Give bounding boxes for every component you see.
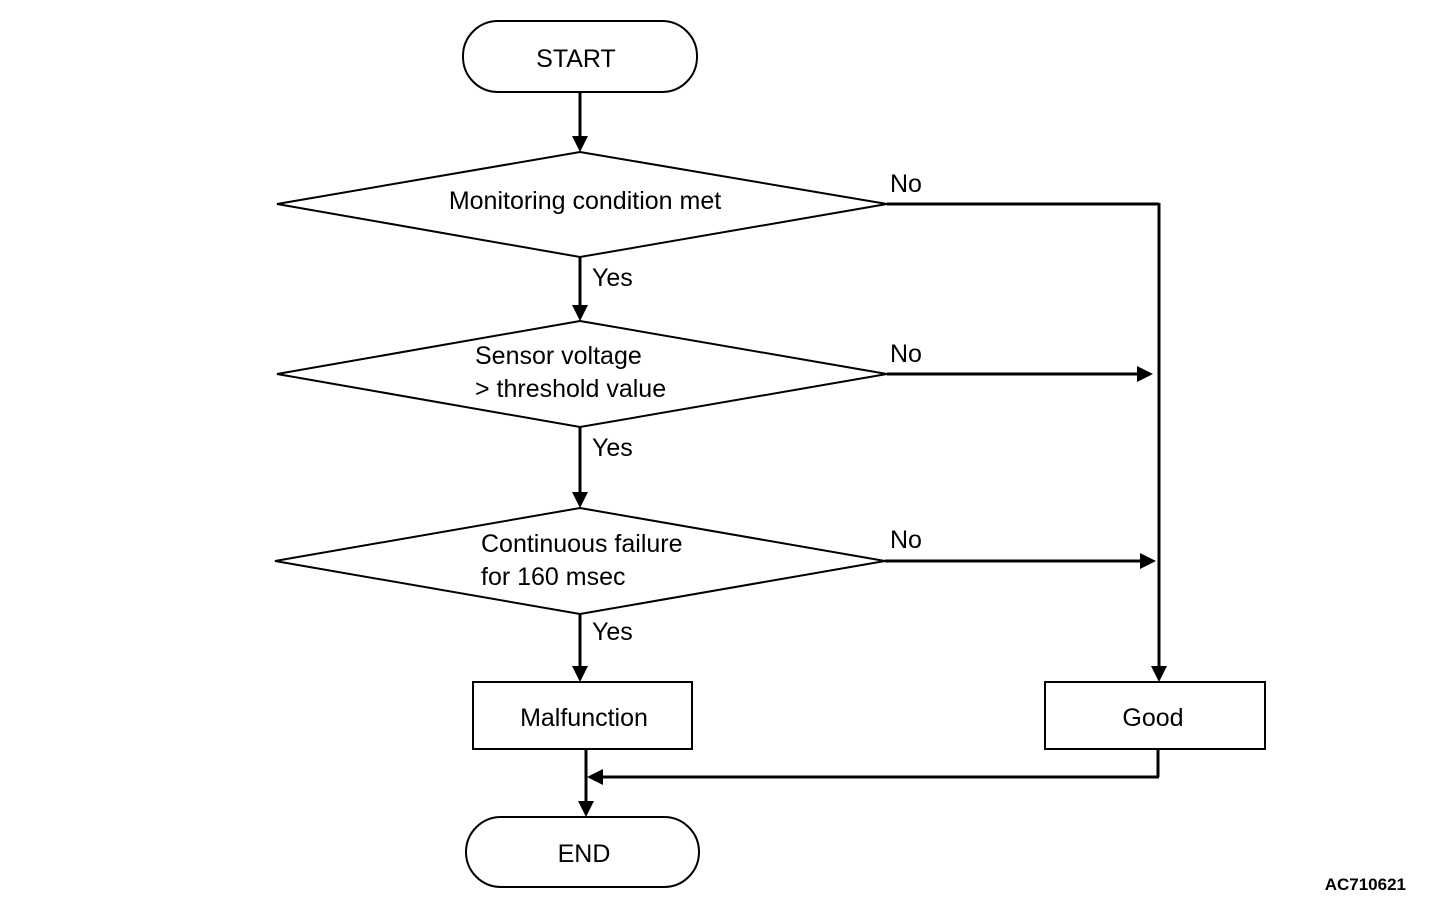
decision-2-yes-label: Yes (592, 434, 633, 462)
malfunction-node: Malfunction (472, 681, 693, 750)
arrow-right-icon (1140, 553, 1156, 569)
decision-3-yes-label: Yes (592, 618, 633, 646)
end-node: END (465, 816, 700, 888)
connector-decision-2-yes: Yes (572, 427, 633, 508)
decision-3-label-line-1: Continuous failure (481, 530, 683, 558)
connector-start-to-decision-1 (572, 92, 588, 152)
connector-decision-2-no: No (887, 340, 1153, 382)
decision-2-no-label: No (890, 340, 922, 368)
arrow-down-icon (572, 305, 588, 321)
connector-decision-3-no: No (885, 526, 1156, 569)
arrow-right-icon (1137, 366, 1153, 382)
connector-decision-1-yes: Yes (572, 257, 633, 321)
connector-malfunction-to-end (578, 749, 594, 817)
start-label: START (536, 45, 616, 73)
arrow-down-icon (572, 136, 588, 152)
good-node: Good (1044, 681, 1266, 750)
good-label: Good (1122, 704, 1183, 732)
malfunction-label: Malfunction (520, 704, 648, 732)
decision-2-label-line-1: Sensor voltage (475, 342, 642, 370)
start-node: START (462, 20, 698, 93)
arrow-down-icon (578, 801, 594, 817)
decision-3-label-line-2: for 160 msec (481, 563, 626, 591)
decision-monitoring-condition: Monitoring condition met (276, 150, 888, 259)
end-terminal-shape (465, 816, 700, 888)
end-label: END (558, 840, 611, 868)
decision-1-yes-label: Yes (592, 264, 633, 292)
good-box (1044, 681, 1266, 750)
decision-continuous-failure: Continuous failure for 160 msec (274, 506, 886, 616)
decision-3-no-label: No (890, 526, 922, 554)
decision-2-label-line-2: > threshold value (475, 375, 666, 403)
figure-code: AC710621 (1324, 875, 1406, 894)
connector-good-to-end (587, 749, 1160, 785)
arrow-down-icon (572, 666, 588, 682)
connector-decision-3-yes: Yes (572, 614, 633, 682)
decision-sensor-voltage: Sensor voltage > threshold value (276, 319, 888, 429)
decision-2-diamond (276, 319, 888, 429)
malfunction-box (472, 681, 693, 750)
arrow-down-icon (1151, 666, 1167, 682)
decision-1-no-label: No (890, 170, 922, 198)
arrow-left-icon (587, 769, 603, 785)
decision-1-label: Monitoring condition met (449, 187, 721, 215)
connector-decision-1-no: No (887, 170, 1167, 682)
arrow-down-icon (572, 492, 588, 508)
decision-3-diamond (274, 506, 886, 616)
